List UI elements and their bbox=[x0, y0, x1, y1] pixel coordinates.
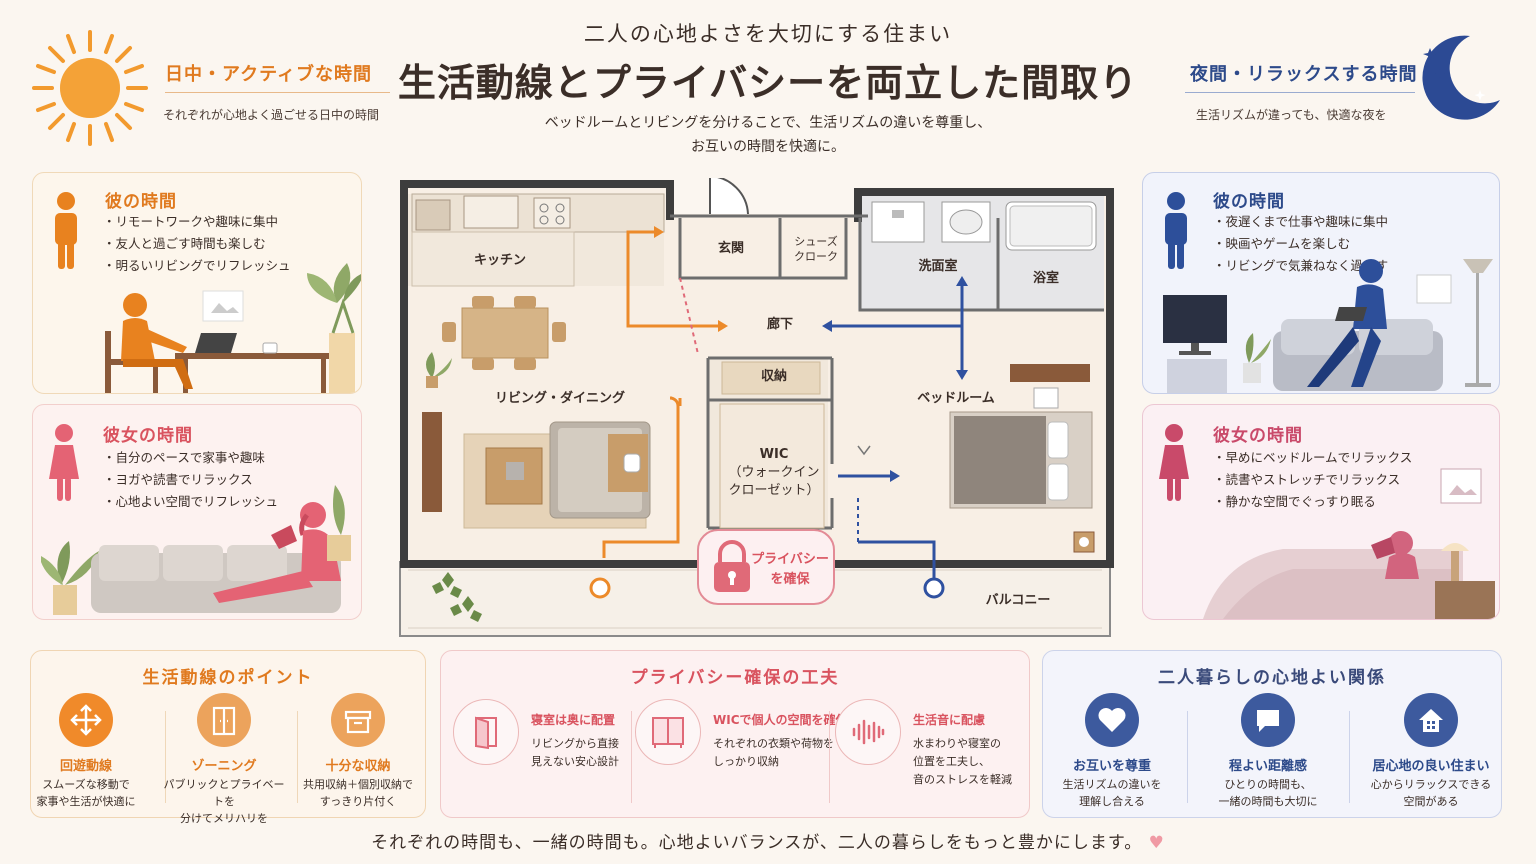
feature-comfort: 居心地の良い住まい 心からリラックスできる空間がある bbox=[1361, 693, 1501, 810]
room-washroom: 洗面室 bbox=[918, 258, 957, 274]
card-him-night-title: 彼の時間 bbox=[1213, 192, 1285, 212]
feature-storage: 十分な収納 共用収納＋個別収納ですっきり片付く bbox=[293, 693, 423, 810]
sleeping-woman-illustration bbox=[1203, 468, 1495, 619]
room-shoe-closet-line2: クローク bbox=[794, 250, 838, 263]
room-wic-line1: WIC bbox=[760, 447, 789, 462]
panel-flow-title: 生活動線のポイント bbox=[142, 668, 314, 688]
room-living: リビング・ダイニング bbox=[495, 390, 625, 406]
panel-privacy-title: プライバシー確保の工夫 bbox=[630, 668, 840, 688]
blue-flow-line bbox=[832, 286, 964, 588]
working-man-illustration bbox=[105, 263, 361, 393]
card-her-night: 彼女の時間 早めにベッドルームでリラックス 読書やストレッチでリラックス 静かな… bbox=[1142, 404, 1500, 620]
card-him-day: 彼の時間 リモートワークや趣味に集中 友人と過ごす時間も楽しむ 明るいリビングで… bbox=[32, 172, 362, 394]
woman-icon bbox=[1159, 424, 1189, 501]
sun-icon bbox=[32, 30, 148, 146]
lock-icon bbox=[714, 540, 750, 592]
footer-message: それぞれの時間も、一緒の時間も。心地よいバランスが、二人の暮らしをもっと豊かにし… bbox=[371, 833, 1165, 853]
room-kitchen: キッチン bbox=[474, 253, 526, 268]
room-shoe-closet-line1: シューズ bbox=[794, 234, 837, 248]
feature-respect: お互いを尊重 生活リズムの違いを理解し合える bbox=[1047, 693, 1177, 810]
orange-flow-line bbox=[602, 230, 718, 558]
panel-relation-title: 二人暮らしの心地よい関係 bbox=[1158, 668, 1386, 688]
card-her-day-list: 自分のペースで家事や趣味 ヨガや読書でリラックス 心地よい空間でリフレッシュ bbox=[103, 447, 279, 513]
page-description-line2: お互いの時間を快適に。 bbox=[691, 139, 845, 155]
day-divider bbox=[165, 92, 390, 93]
card-her-night-list: 早めにベッドルームでリラックス 読書やストレッチでリラックス 静かな空間でぐっす… bbox=[1213, 447, 1413, 513]
night-section-title: 夜間・リラックスする時間 bbox=[1190, 64, 1418, 85]
blue-start-point bbox=[923, 577, 945, 599]
soundwave-icon bbox=[835, 699, 901, 765]
privacy-badge: プライバシー を確保 bbox=[697, 529, 835, 605]
door-open-icon bbox=[453, 699, 519, 765]
heart-icon: ♥ bbox=[1148, 833, 1165, 853]
relaxing-man-illustration bbox=[1163, 259, 1493, 393]
room-wic-line2: （ウォークイン bbox=[728, 465, 819, 480]
day-section-subtitle: それぞれが心地よく過ごせる日中の時間 bbox=[163, 108, 380, 122]
feature-circulation: 回遊動線 スムーズな移動で家事や生活が快適に bbox=[21, 693, 151, 810]
page-subtitle: 二人の心地よさを大切にする住まい bbox=[583, 22, 953, 46]
feature-zoning: ゾーニング パブリックとプライベートを分けてメリハリを bbox=[159, 693, 289, 827]
plant-icon bbox=[426, 352, 452, 388]
card-her-day: 彼女の時間 自分のペースで家事や趣味 ヨガや読書でリラックス 心地よい空間でリフ… bbox=[32, 404, 362, 620]
feature-distance: 程よい距離感 ひとりの時間も、一緒の時間も大切に bbox=[1203, 693, 1333, 810]
reading-woman-illustration bbox=[41, 485, 351, 615]
room-wic-line3: クローゼット） bbox=[728, 483, 819, 498]
room-entrance: 玄関 bbox=[718, 240, 744, 256]
moon-icon bbox=[1422, 35, 1500, 120]
page-description-line1: ベッドルームとリビングを分けることで、生活リズムの違いを尊重し、 bbox=[544, 115, 992, 131]
privacy-badge-line1: プライバシー bbox=[751, 552, 829, 567]
wardrobe-icon bbox=[635, 699, 701, 765]
man-icon bbox=[55, 192, 77, 269]
card-him-day-title: 彼の時間 bbox=[105, 192, 177, 212]
room-balcony: バルコニー bbox=[986, 593, 1051, 608]
privacy-badge-line2: を確保 bbox=[770, 571, 810, 587]
panel-relationship: 二人暮らしの心地よい関係 お互いを尊重 生活リズムの違いを理解し合える 程よい距… bbox=[1042, 650, 1502, 818]
floor-plan: キッチン 玄関 シューズ クローク 洗面室 浴室 廊下 リビング・ダイニング 収… bbox=[399, 178, 1114, 637]
box-icon bbox=[331, 693, 385, 747]
card-her-night-title: 彼女の時間 bbox=[1213, 426, 1303, 446]
woman-icon bbox=[49, 424, 79, 501]
room-bath: 浴室 bbox=[1033, 270, 1059, 286]
heart-icon bbox=[1085, 693, 1139, 747]
orange-start-point bbox=[589, 577, 611, 599]
feature-wic-space: WICで個人の空間を確保 それぞれの衣類や荷物をしっかり収納 bbox=[635, 695, 848, 805]
door-icon bbox=[197, 693, 251, 747]
entrance-door bbox=[709, 178, 749, 215]
room-hallway: 廊下 bbox=[767, 316, 793, 332]
card-him-night-list: 夜遅くまで仕事や趣味に集中 映画やゲームを楽しむ リビングで気兼ねなく過ごす bbox=[1213, 211, 1389, 277]
card-him-day-list: リモートワークや趣味に集中 友人と過ごす時間も楽しむ 明るいリビングでリフレッシ… bbox=[103, 211, 291, 277]
card-him-night: 彼の時間 夜遅くまで仕事や趣味に集中 映画やゲームを楽しむ リビングで気兼ねなく… bbox=[1142, 172, 1500, 394]
night-section-subtitle: 生活リズムが違っても、快適な夜を bbox=[1196, 108, 1387, 122]
feature-noise: 生活音に配慮 水まわりや寝室の位置を工夫し、音のストレスを軽減 bbox=[835, 695, 1025, 805]
panel-privacy: プライバシー確保の工夫 寝室は奥に配置 リビングから直接見えない安心設計 WIC… bbox=[440, 650, 1030, 818]
chat-icon bbox=[1241, 693, 1295, 747]
day-section-title: 日中・アクティブな時間 bbox=[165, 64, 373, 85]
feature-bedroom-back: 寝室は奥に配置 リビングから直接見えない安心設計 bbox=[453, 695, 643, 805]
page-title: 生活動線とプライバシーを両立した間取り bbox=[397, 60, 1139, 105]
balcony-plant-icon bbox=[432, 572, 482, 622]
house-icon bbox=[1404, 693, 1458, 747]
panel-flow-points: 生活動線のポイント 回遊動線 スムーズな移動で家事や生活が快適に ゾーニング パ… bbox=[30, 650, 426, 825]
card-her-day-title: 彼女の時間 bbox=[103, 426, 193, 446]
night-divider bbox=[1185, 92, 1415, 93]
man-icon bbox=[1165, 192, 1187, 269]
room-bedroom: ベッドルーム bbox=[917, 391, 995, 406]
room-storage: 収納 bbox=[761, 368, 787, 384]
arrows-icon bbox=[59, 693, 113, 747]
